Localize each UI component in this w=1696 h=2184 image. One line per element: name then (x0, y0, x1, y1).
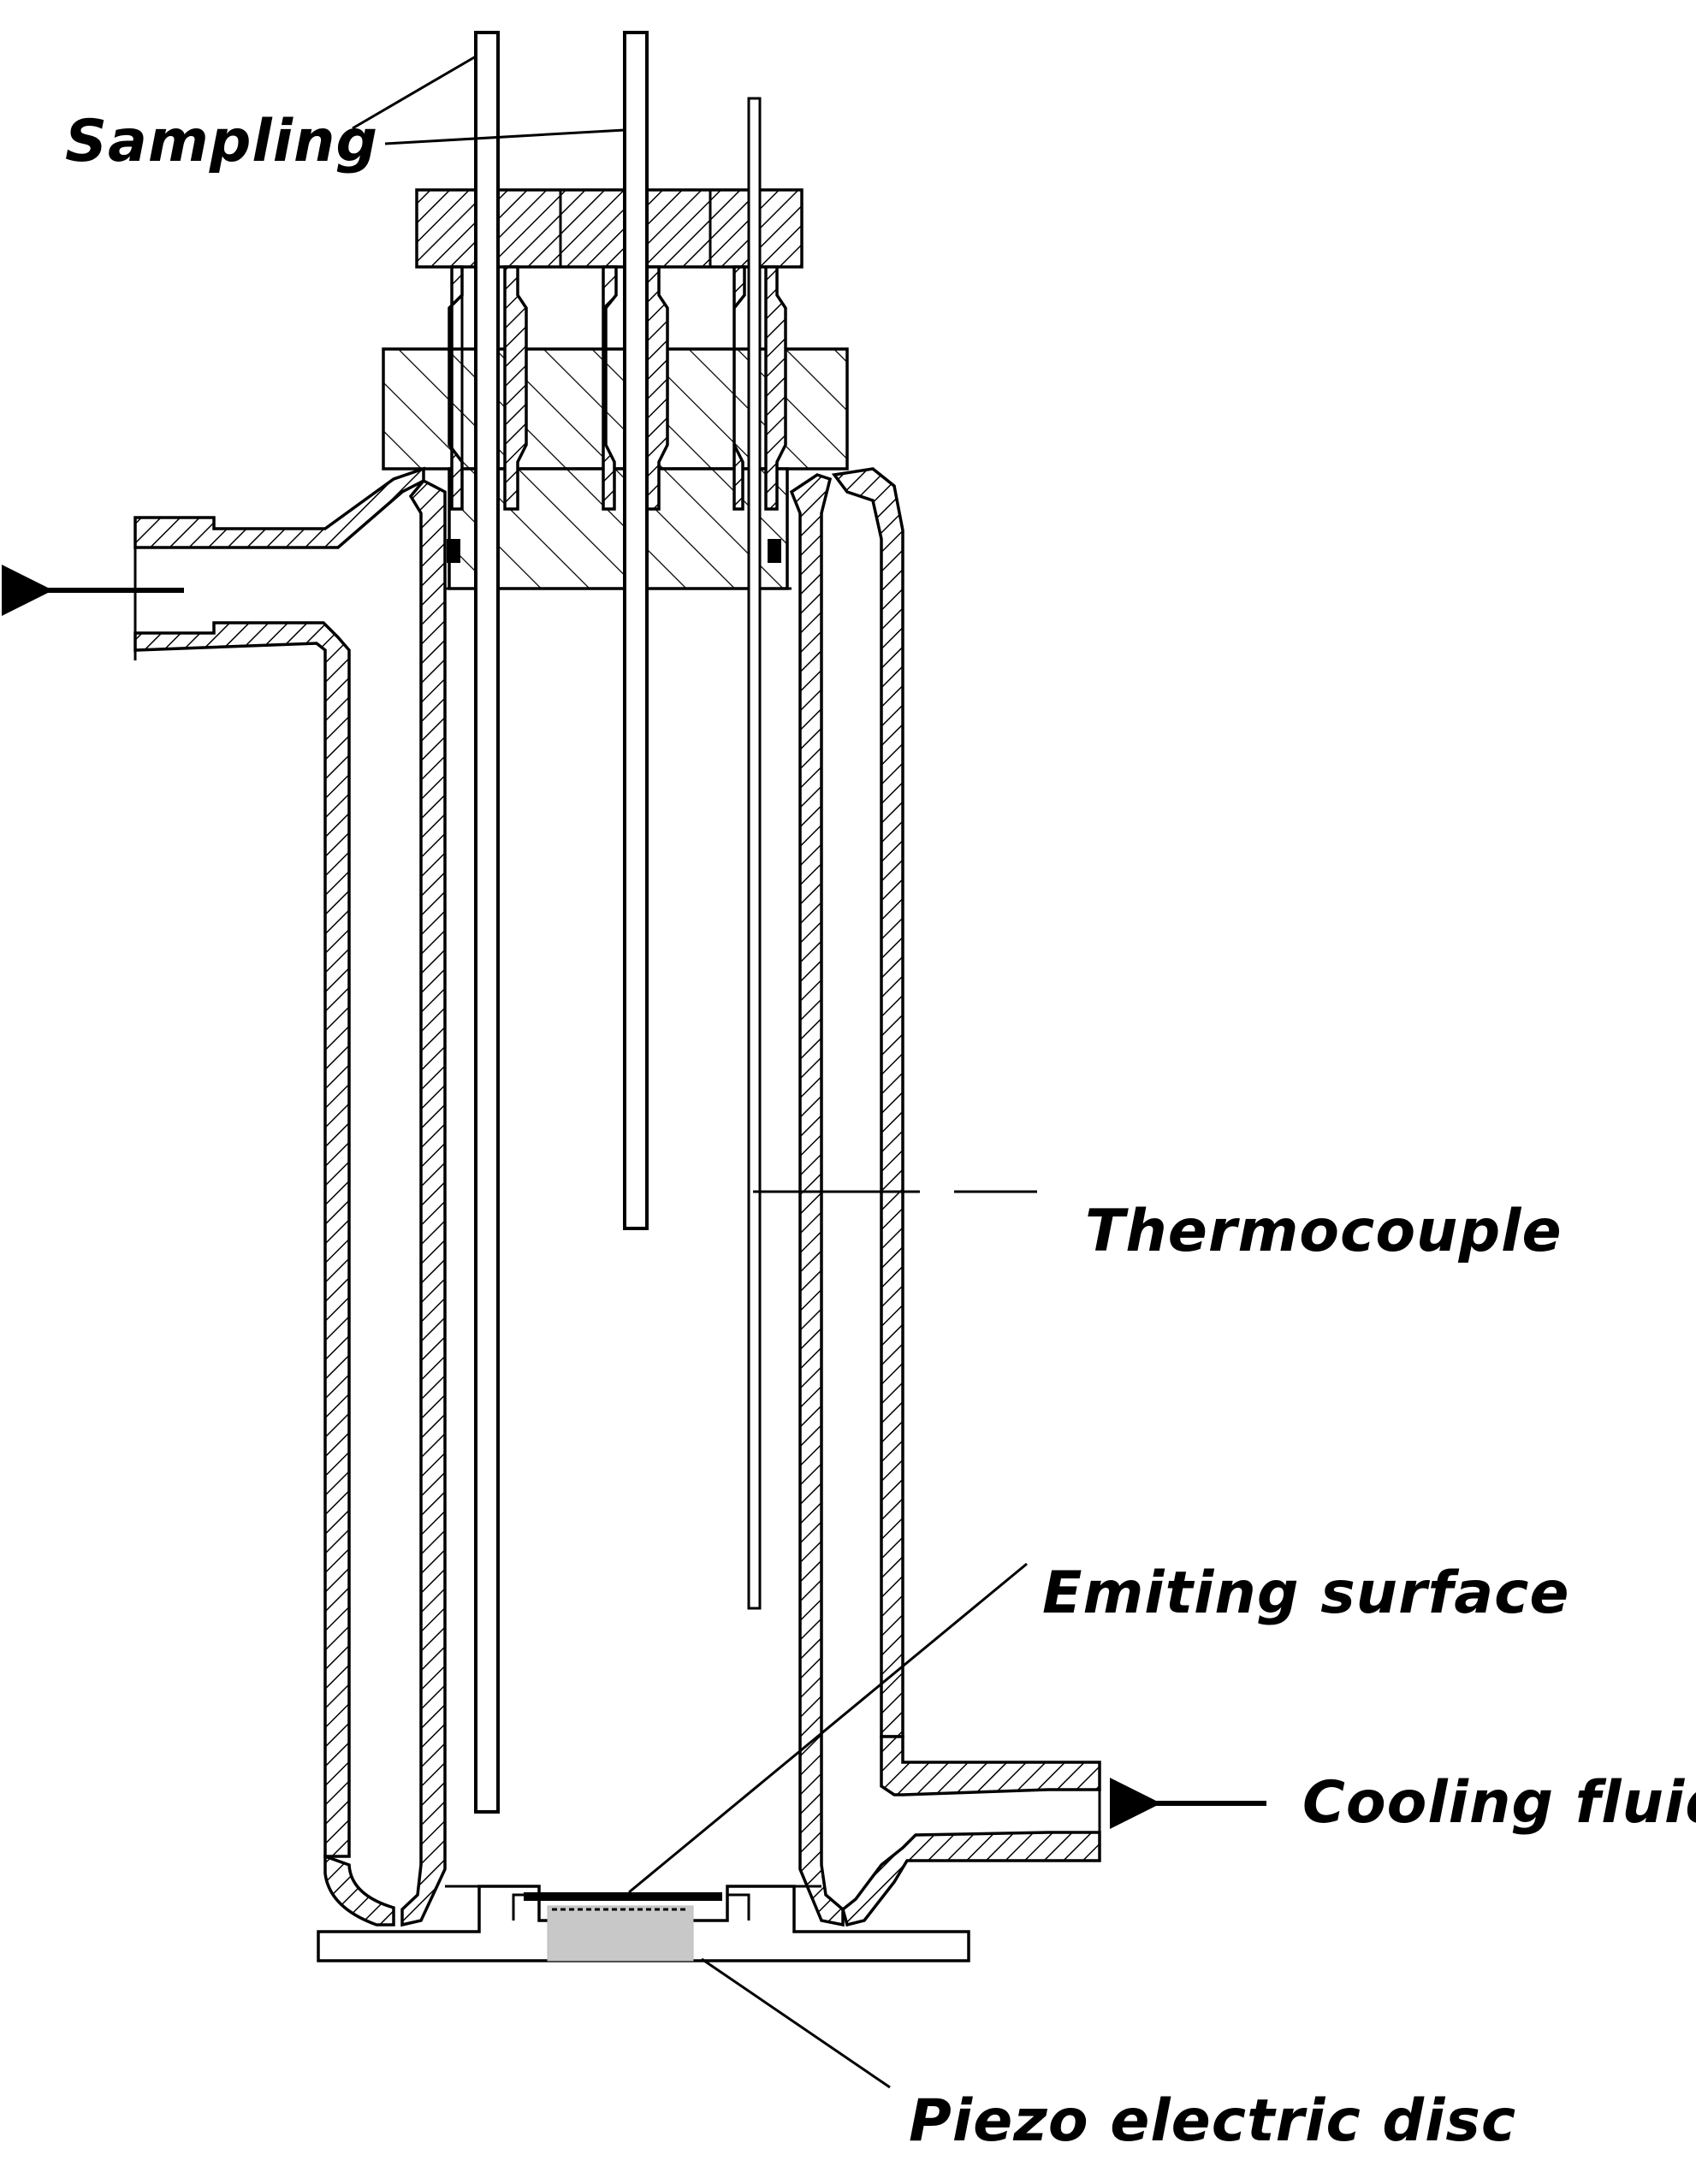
gland-center (602, 265, 669, 511)
o-ring-left (447, 539, 460, 563)
label-thermocouple: Thermocouple (1085, 1198, 1563, 1265)
inner-wall-right (789, 473, 845, 1927)
label-sampling: Sampling (65, 108, 378, 175)
sampling-tube-center (623, 31, 649, 1230)
gland-left (448, 265, 528, 511)
label-piezo-disc: Piezo electric disc (909, 2087, 1516, 2155)
gland-right (732, 265, 787, 511)
piezo-disc (547, 1905, 694, 1962)
thermocouple-rod (747, 97, 762, 1610)
outer-jacket-right (831, 467, 904, 1738)
leader-lines (352, 55, 1037, 2089)
cooling-outlet-pipe (133, 466, 425, 1858)
label-emitting-surface: Emiting surface (1042, 1560, 1570, 1627)
emitting-surface (524, 1892, 722, 1901)
cooling-inlet-pipe (841, 1735, 1101, 1927)
sampling-tube-left (474, 31, 500, 1814)
label-cooling-fluid: Cooling fluid (1302, 1769, 1696, 1837)
o-ring-right (768, 539, 781, 563)
outer-jacket-left (323, 1854, 395, 1927)
inner-wall-left (400, 478, 447, 1927)
